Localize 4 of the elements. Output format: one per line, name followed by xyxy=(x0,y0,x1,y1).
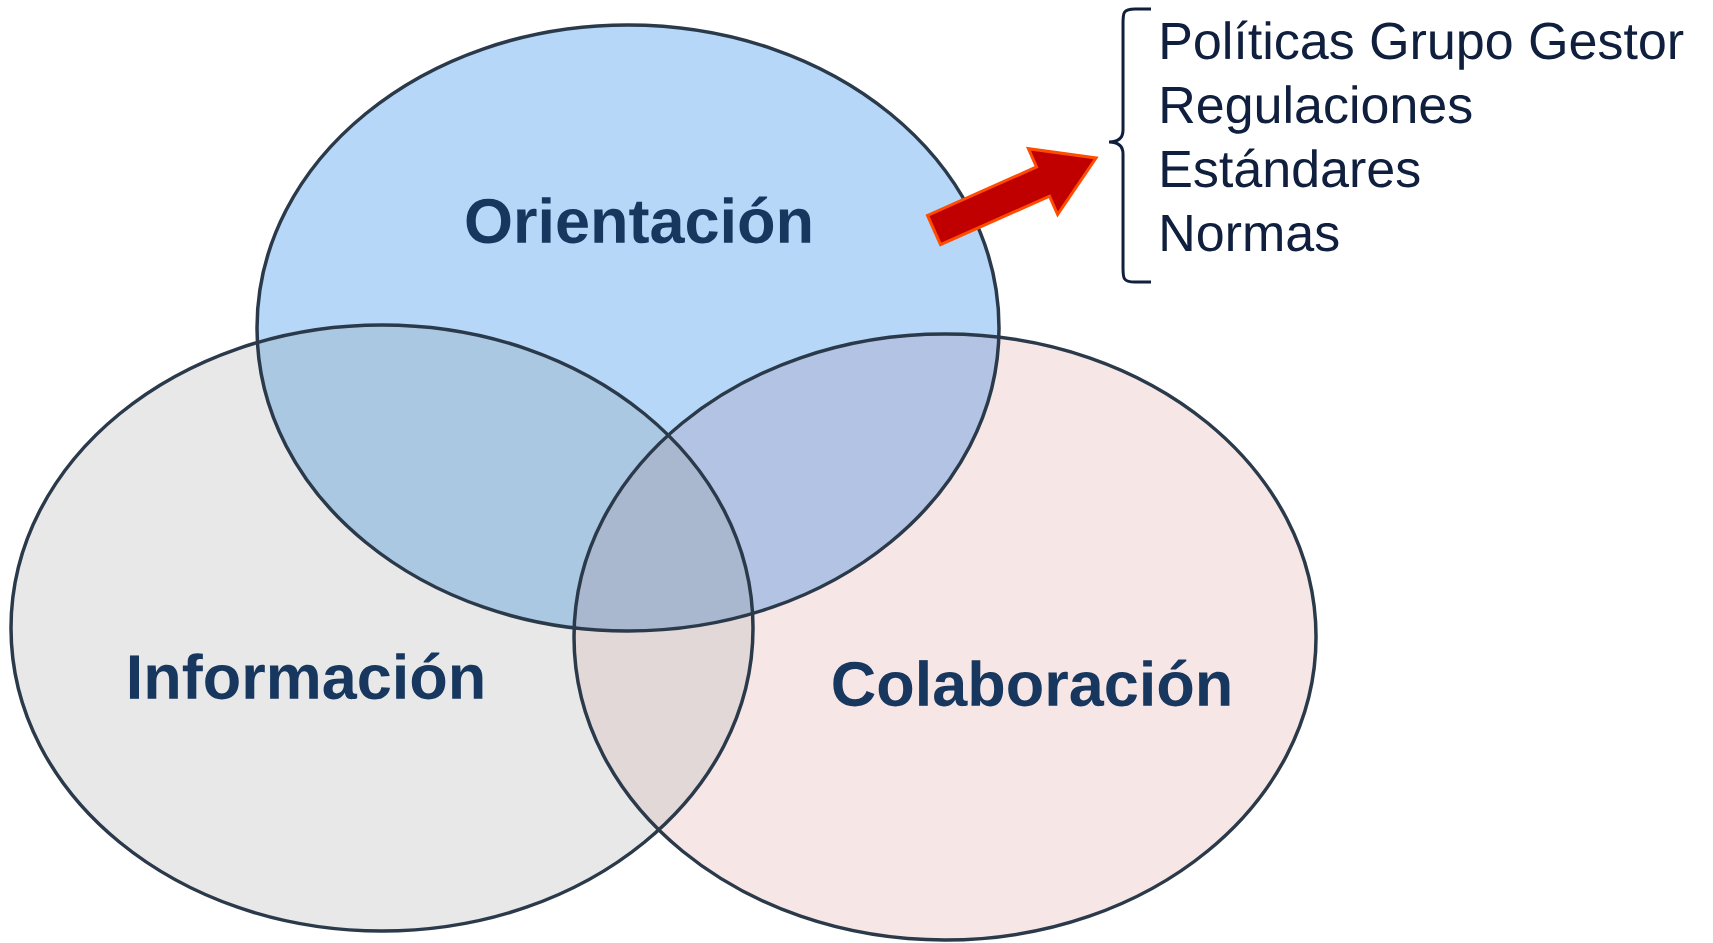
item-list: Políticas Grupo Gestor Regulaciones Estándares Normas xyxy=(1162,20,1684,252)
set-label: Colaboración xyxy=(833,659,1230,707)
set-label: Orientación xyxy=(466,196,811,244)
set-label: Información xyxy=(129,652,483,700)
